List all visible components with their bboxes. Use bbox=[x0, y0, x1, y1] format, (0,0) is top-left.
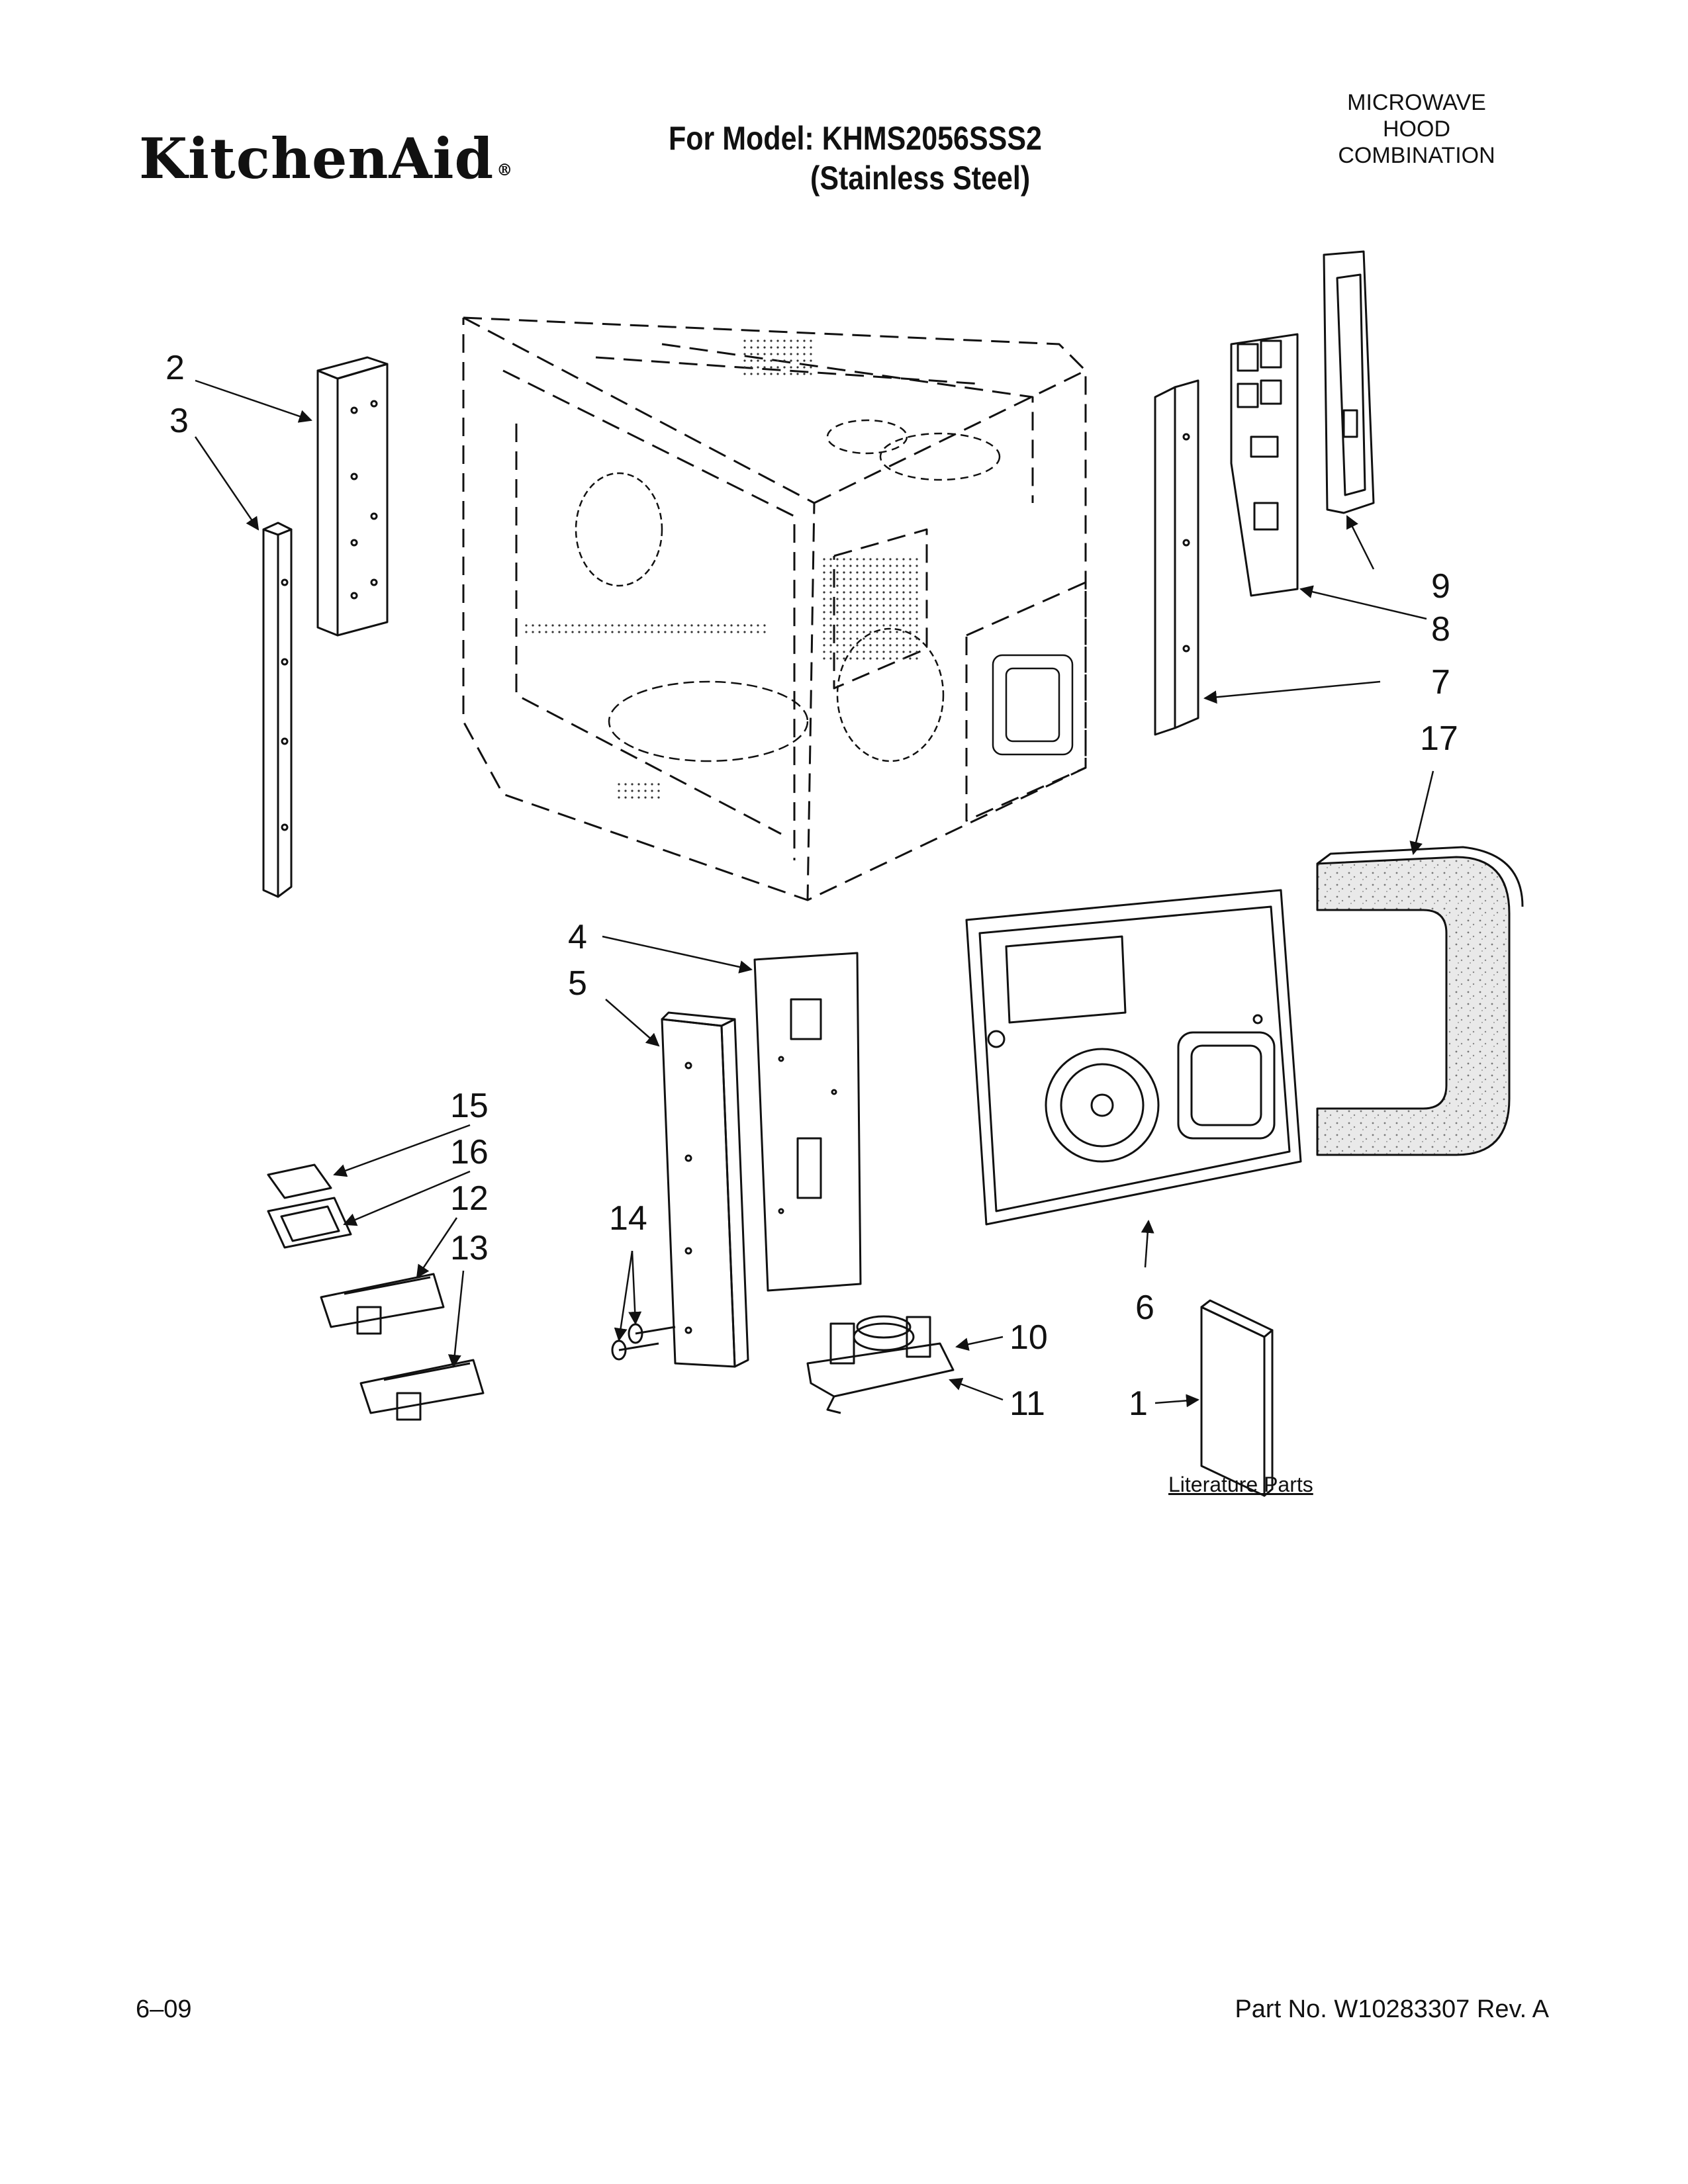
product-category: MICROWAVE HOOD COMBINATION bbox=[1284, 89, 1549, 169]
literature-parts-label: Literature Parts bbox=[1168, 1473, 1313, 1496]
part-12-clip bbox=[320, 1273, 445, 1335]
callout-14: 14 bbox=[609, 1199, 647, 1238]
callout-3: 3 bbox=[169, 402, 189, 440]
registered-mark-icon: ® bbox=[496, 160, 514, 179]
callout-6: 6 bbox=[1135, 1289, 1154, 1327]
callout-4: 4 bbox=[568, 918, 587, 956]
part-6-panel bbox=[965, 889, 1302, 1226]
cavity-assembly bbox=[462, 316, 1087, 901]
callout-10: 10 bbox=[1009, 1318, 1048, 1357]
callout-17: 17 bbox=[1420, 719, 1458, 758]
callout-12: 12 bbox=[450, 1179, 489, 1218]
callout-15: 15 bbox=[450, 1087, 489, 1125]
callout-13: 13 bbox=[450, 1229, 489, 1267]
part-5-side-trim bbox=[661, 1011, 749, 1368]
category-line-1: MICROWAVE bbox=[1347, 90, 1486, 115]
callout-5: 5 bbox=[568, 964, 587, 1003]
model-line: For Model: KHMS2056SSS2 bbox=[669, 120, 1042, 157]
revision-date: 6–09 bbox=[136, 1995, 192, 2023]
callout-16: 16 bbox=[450, 1133, 489, 1171]
part-3-rail bbox=[262, 522, 293, 898]
callout-11: 11 bbox=[1009, 1385, 1045, 1423]
finish-line: (Stainless Steel) bbox=[810, 159, 1031, 197]
cavity-details bbox=[523, 338, 1074, 801]
part-17-foam-seal bbox=[1316, 846, 1524, 1156]
part-13-clip bbox=[359, 1359, 485, 1421]
part-4-control-plate bbox=[753, 952, 862, 1292]
part-8-control-board bbox=[1230, 333, 1299, 597]
part-9-panel bbox=[1323, 250, 1375, 514]
callout-7: 7 bbox=[1431, 663, 1450, 702]
category-line-3: COMBINATION bbox=[1338, 143, 1495, 168]
category-line-2: HOOD bbox=[1383, 116, 1450, 142]
callout-9: 9 bbox=[1431, 567, 1450, 606]
callout-1: 1 bbox=[1129, 1385, 1148, 1423]
callout-8: 8 bbox=[1431, 610, 1450, 649]
part-16-frame bbox=[267, 1197, 352, 1249]
part-10-11-bracket bbox=[806, 1315, 955, 1414]
leader-lines bbox=[194, 379, 1434, 1408]
part-number: Part No. W10283307 Rev. A bbox=[1235, 1995, 1549, 2023]
part-7-rail bbox=[1154, 379, 1199, 736]
part-14-screws bbox=[611, 1323, 676, 1361]
part-15-pad bbox=[267, 1163, 332, 1199]
part-2-bracket bbox=[316, 356, 389, 637]
brand-logo: KitchenAid® bbox=[139, 126, 513, 191]
callout-2: 2 bbox=[165, 349, 185, 387]
part-1-literature bbox=[1200, 1299, 1274, 1497]
brand-name: KitchenAid bbox=[139, 126, 494, 191]
